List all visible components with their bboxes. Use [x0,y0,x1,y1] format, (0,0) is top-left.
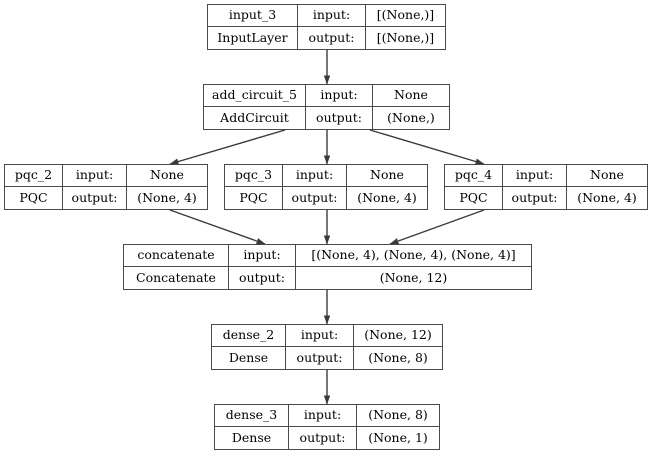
output-label: output: [306,107,373,129]
output-shape-value: [(None,)] [376,29,435,45]
input-label: input: [306,85,373,106]
output-shape-value: (None, 4) [577,189,637,205]
layer-name: pqc_4 [445,165,503,186]
input-shape-value: [(None, 4), (None, 4), (None, 4)] [311,247,516,263]
input-shape-value: (None, 12) [364,327,432,343]
output-shape-value: (None, 4) [357,189,417,205]
output-shape-value: (None,) [387,109,435,125]
input-shape-value: None [370,167,404,183]
layer-class-name: Dense [212,347,286,369]
input-label: input: [289,405,357,426]
input-label: input: [503,165,567,186]
input-label: input: [229,245,296,266]
input-shape-value: [(None,)] [376,7,435,23]
input-label: input: [298,5,366,26]
layer-class-name: AddCircuit [204,107,306,129]
output-label: output: [283,187,347,209]
input-shape-value: (None, 8) [368,407,428,423]
output-label: output: [63,187,127,209]
edge-add_circuit_5-to-pqc_4 [369,129,485,165]
input-label: input: [286,325,354,346]
layer-name: dense_2 [212,325,286,346]
output-label: output: [286,347,354,369]
output-label: output: [503,187,567,209]
output-label: output: [289,427,357,449]
input-shape-value: None [150,167,184,183]
edge-pqc_4-to-concatenate [389,209,485,245]
input-label: input: [283,165,347,186]
layer-class-name: Concatenate [124,267,229,289]
layer-class-name: PQC [225,187,283,209]
output-shape-value: (None, 8) [368,349,428,365]
layer-name: pqc_3 [225,165,283,186]
output-shape-value: (None, 4) [137,189,197,205]
layer-name: input_3 [208,5,298,26]
input-shape-value: None [394,87,428,103]
layer-class-name: PQC [5,187,63,209]
output-label: output: [298,27,366,49]
edge-pqc_2-to-concatenate [169,209,266,245]
output-shape-value: (None, 1) [368,429,428,445]
input-shape-value: None [590,167,624,183]
edge-add_circuit_5-to-pqc_2 [169,129,286,165]
layer-class-name: PQC [445,187,503,209]
layer-name: dense_3 [215,405,289,426]
layer-class-name: Dense [215,427,289,449]
layer-class-name: InputLayer [208,27,298,49]
layer-name: concatenate [124,245,229,266]
layer-name: pqc_2 [5,165,63,186]
output-shape-value: (None, 12) [379,269,448,285]
input-label: input: [63,165,127,186]
layer-name: add_circuit_5 [204,85,306,106]
output-label: output: [229,267,296,289]
